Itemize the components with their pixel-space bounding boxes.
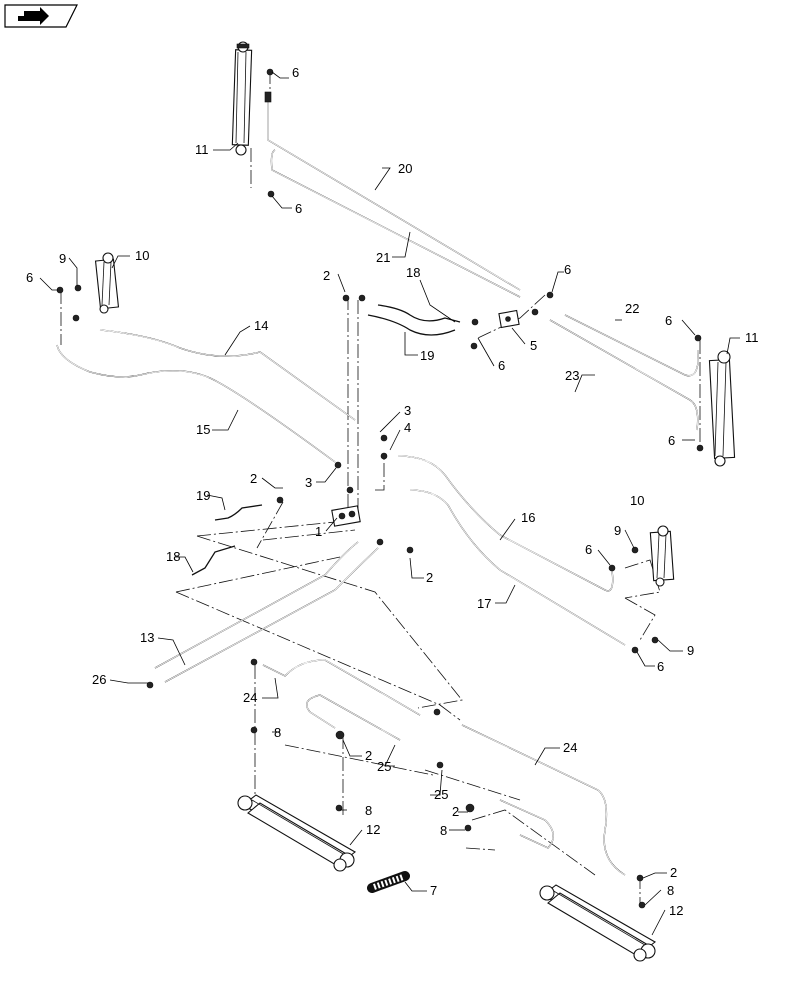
callout-6: 6 [498, 358, 505, 373]
callout-21: 21 [376, 250, 390, 265]
cylinder-10-left [94, 252, 120, 314]
next-page-arrow-icon [4, 4, 78, 28]
callout-14: 14 [254, 318, 268, 333]
callout-25: 25 [377, 759, 391, 774]
callout-19: 19 [196, 488, 210, 503]
callout-4: 4 [404, 420, 411, 435]
cylinder-11-right [708, 350, 736, 467]
callout-9: 9 [687, 643, 694, 658]
callout-8: 8 [440, 823, 447, 838]
callout-leaders [39, 71, 740, 936]
callout-12: 12 [366, 822, 380, 837]
manifold-1 [331, 505, 361, 527]
spring-7 [367, 871, 410, 893]
callout-10: 10 [630, 493, 644, 508]
callout-6: 6 [295, 201, 302, 216]
callout-25: 25 [434, 787, 448, 802]
callout-2: 2 [365, 748, 372, 763]
callout-15: 15 [196, 422, 210, 437]
cylinder-12-left [237, 794, 356, 872]
callout-2: 2 [670, 865, 677, 880]
callout-2: 2 [323, 268, 330, 283]
callout-6: 6 [564, 262, 571, 277]
callouts: 6 11 6 20 21 6 18 2 19 5 6 22 23 6 11 6 … [26, 65, 759, 918]
callout-9: 9 [59, 251, 66, 266]
callout-2: 2 [250, 471, 257, 486]
callout-7: 7 [430, 883, 437, 898]
callout-9: 9 [614, 523, 621, 538]
callout-6: 6 [665, 313, 672, 328]
callout-6: 6 [26, 270, 33, 285]
callout-8: 8 [365, 803, 372, 818]
callout-26: 26 [92, 672, 106, 687]
callout-2: 2 [452, 804, 459, 819]
callout-24: 24 [563, 740, 577, 755]
phantom-lines [60, 70, 701, 905]
callout-22: 22 [625, 301, 639, 316]
callout-18: 18 [166, 549, 180, 564]
callout-2: 2 [426, 570, 433, 585]
cylinder-11-upper-left [231, 41, 253, 156]
callout-16: 16 [521, 510, 535, 525]
callout-20: 20 [398, 161, 412, 176]
callout-17: 17 [477, 596, 491, 611]
callout-1: 1 [315, 524, 322, 539]
cylinder-10-right [649, 525, 675, 587]
callout-3: 3 [305, 475, 312, 490]
callout-11: 11 [195, 142, 209, 157]
callout-6: 6 [657, 659, 664, 674]
callout-6: 6 [292, 65, 299, 80]
callout-13: 13 [140, 630, 154, 645]
callout-6: 6 [585, 542, 592, 557]
callout-3: 3 [404, 403, 411, 418]
callout-6: 6 [668, 433, 675, 448]
callout-11: 11 [745, 330, 759, 345]
callout-10: 10 [135, 248, 149, 263]
fittings [56, 68, 704, 909]
next-page-button[interactable] [4, 4, 78, 28]
cylinder-12-right [539, 884, 656, 962]
callout-24: 24 [243, 690, 257, 705]
callout-18: 18 [406, 265, 420, 280]
callout-19: 19 [420, 348, 434, 363]
callout-12: 12 [669, 903, 683, 918]
callout-23: 23 [565, 368, 579, 383]
callout-8: 8 [274, 725, 281, 740]
callout-8: 8 [667, 883, 674, 898]
hoses [56, 91, 699, 876]
callout-5: 5 [530, 338, 537, 353]
manifold-5 [498, 309, 520, 329]
